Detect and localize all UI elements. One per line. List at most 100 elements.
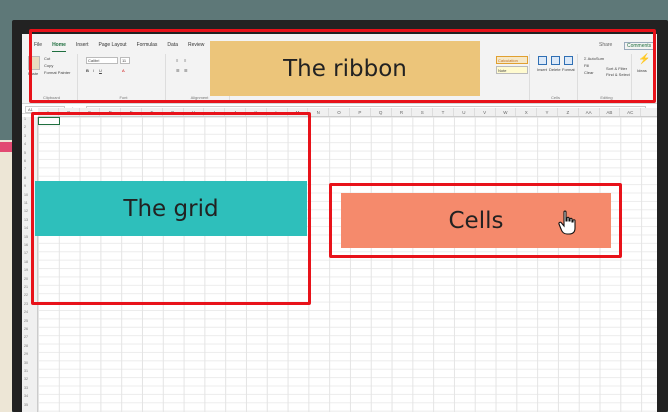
row-header[interactable]: 34 xyxy=(24,394,28,399)
tab-review[interactable]: Review xyxy=(187,42,205,48)
column-header[interactable]: W xyxy=(496,108,517,116)
format-cells-icon[interactable] xyxy=(564,56,573,65)
tab-home[interactable]: Home xyxy=(52,42,66,52)
styles-group: Calculation Note xyxy=(492,54,530,102)
format-painter-button[interactable]: Format Painter xyxy=(44,70,71,75)
autosum-label: AutoSum xyxy=(587,56,605,61)
row-header[interactable]: 12 xyxy=(24,209,28,214)
cut-button[interactable]: Cut xyxy=(44,56,51,61)
column-header[interactable]: T xyxy=(433,108,454,116)
fill-button[interactable]: Fill xyxy=(584,63,590,68)
row-header[interactable]: 13 xyxy=(24,217,28,222)
font-group: Calibri 11 B I U A Font xyxy=(82,54,166,102)
row-header[interactable]: 25 xyxy=(24,318,28,323)
column-header[interactable]: O xyxy=(329,108,350,116)
row-header[interactable]: 6 xyxy=(24,159,26,163)
tab-data[interactable]: Data xyxy=(167,42,178,48)
underline-icon[interactable]: U xyxy=(99,68,102,73)
italic-icon[interactable]: I xyxy=(93,68,95,73)
column-header[interactable]: Q xyxy=(371,108,392,116)
sort-filter-button[interactable]: Sort & Filter xyxy=(606,66,628,71)
font-size-select[interactable]: 11 xyxy=(120,57,130,64)
row-header[interactable]: 26 xyxy=(24,327,28,331)
row-header[interactable]: 14 xyxy=(24,226,28,231)
row-header[interactable]: 3 xyxy=(24,133,26,138)
column-header[interactable]: P xyxy=(350,108,371,116)
row-header[interactable]: 18 xyxy=(24,259,28,264)
row-header[interactable]: 1 xyxy=(24,117,26,121)
row-header[interactable]: 11 xyxy=(24,201,28,205)
ideas-icon[interactable]: ⚡ xyxy=(638,54,651,65)
editing-group: Σ AutoSum Fill Clear Sort & Filter Find … xyxy=(582,54,632,102)
note-style[interactable]: Note xyxy=(496,66,528,74)
align-center-icon[interactable]: ☰ xyxy=(184,68,188,73)
row-header[interactable]: 29 xyxy=(24,352,28,357)
row-header[interactable]: 28 xyxy=(24,343,28,348)
insert-button[interactable]: Insert xyxy=(537,67,548,72)
row-header[interactable]: 32 xyxy=(24,377,28,382)
row-header[interactable]: 4 xyxy=(24,142,26,147)
row-header[interactable]: 24 xyxy=(24,310,28,315)
editing-group-label: Editing xyxy=(600,95,613,100)
row-header[interactable]: 21 xyxy=(24,285,28,289)
row-header[interactable]: 20 xyxy=(24,276,28,281)
tab-insert[interactable]: Insert xyxy=(75,42,89,48)
align-left-icon[interactable]: ☰ xyxy=(176,68,180,73)
row-header[interactable]: 9 xyxy=(24,184,26,189)
column-header[interactable]: U xyxy=(454,108,475,116)
row-header[interactable]: 31 xyxy=(24,369,28,373)
ribbon-highlight xyxy=(29,29,656,103)
column-header[interactable]: Y xyxy=(537,108,558,116)
font-color-icon[interactable]: A xyxy=(122,68,125,73)
delete-button[interactable]: Delete xyxy=(549,67,561,72)
copy-button[interactable]: Copy xyxy=(44,63,54,68)
column-header[interactable]: S xyxy=(412,108,434,116)
row-header[interactable]: 16 xyxy=(24,243,28,247)
tab-file[interactable]: File xyxy=(34,42,43,48)
column-header[interactable]: AB xyxy=(600,108,621,116)
row-header[interactable]: 22 xyxy=(24,293,28,298)
clipboard-group: Paste Cut Copy Format Painter Clipboard xyxy=(26,54,78,102)
row-header[interactable]: 19 xyxy=(24,268,28,273)
delete-cells-icon[interactable] xyxy=(551,56,560,65)
row-header[interactable]: 5 xyxy=(24,150,26,155)
alignment-group-label: Alignment xyxy=(190,95,209,100)
find-select-button[interactable]: Find & Select xyxy=(606,72,630,77)
ideas-button[interactable]: Ideas xyxy=(637,68,647,73)
column-header[interactable]: V xyxy=(475,108,496,116)
row-header[interactable]: 17 xyxy=(24,251,28,256)
tab-page-layout[interactable]: Page Layout xyxy=(98,42,127,48)
row-header[interactable]: 2 xyxy=(24,125,26,130)
row-header[interactable]: 33 xyxy=(24,385,28,390)
format-button[interactable]: Format xyxy=(562,67,575,72)
row-header[interactable]: 23 xyxy=(24,301,28,306)
column-header[interactable]: Z xyxy=(558,108,579,116)
column-header[interactable]: AC xyxy=(620,108,642,116)
row-header[interactable]: 8 xyxy=(24,175,26,180)
clear-button[interactable]: Clear xyxy=(584,70,594,75)
align-top-icon[interactable]: ≡ xyxy=(176,58,179,63)
column-header[interactable]: X xyxy=(516,108,538,116)
calculation-style[interactable]: Calculation xyxy=(496,56,528,64)
column-header[interactable]: AA xyxy=(579,108,600,116)
row-header[interactable]: 10 xyxy=(24,192,28,197)
share-button[interactable]: Share xyxy=(599,42,613,48)
row-header[interactable]: 15 xyxy=(24,234,28,239)
row-header[interactable]: 7 xyxy=(24,167,26,172)
row-header[interactable]: 35 xyxy=(24,402,28,407)
bold-icon[interactable]: B xyxy=(86,68,89,73)
selected-cell[interactable] xyxy=(38,117,60,125)
column-header[interactable]: R xyxy=(392,108,413,116)
tab-formulas[interactable]: Formulas xyxy=(136,42,158,48)
row-header[interactable]: 27 xyxy=(24,335,28,340)
paste-button[interactable]: Paste xyxy=(28,71,39,76)
note-style-label: Note xyxy=(498,68,507,73)
insert-cells-icon[interactable] xyxy=(538,56,547,65)
cell-grid[interactable] xyxy=(38,117,657,412)
column-header[interactable]: N xyxy=(308,108,330,116)
autosum-button[interactable]: Σ AutoSum xyxy=(584,56,605,61)
font-name-select[interactable]: Calibri xyxy=(86,57,118,64)
row-header[interactable]: 30 xyxy=(24,360,28,365)
align-middle-icon[interactable]: ≡ xyxy=(184,58,187,63)
